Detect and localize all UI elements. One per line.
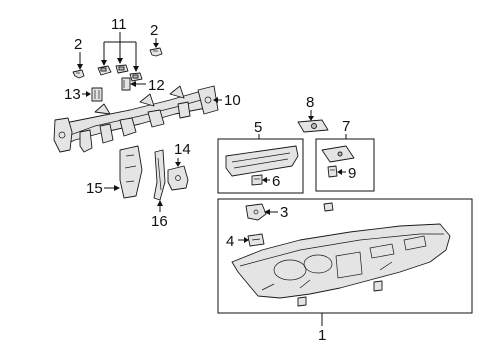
clip-part-12 bbox=[121, 77, 131, 91]
instrument-panel-part-1 bbox=[231, 223, 451, 299]
callout-4: 4 bbox=[226, 233, 234, 250]
callout-9: 9 bbox=[348, 165, 356, 182]
clip-part-6 bbox=[251, 174, 263, 186]
callout-15: 15 bbox=[86, 180, 103, 197]
callout-16: 16 bbox=[151, 213, 168, 230]
callout-2-left: 2 bbox=[74, 36, 82, 53]
clip-part-11-a bbox=[97, 65, 112, 76]
center-bracket-part-15 bbox=[119, 145, 143, 199]
clip-part-4 bbox=[247, 233, 265, 247]
clip-part-1-top bbox=[323, 202, 334, 212]
callout-8: 8 bbox=[306, 94, 314, 111]
panel-part-7 bbox=[321, 145, 355, 163]
leader-lines bbox=[77, 32, 347, 326]
callout-1: 1 bbox=[318, 327, 326, 344]
part-5-box bbox=[217, 138, 304, 194]
callout-13: 13 bbox=[64, 86, 81, 103]
vertical-brace-part-16 bbox=[153, 149, 166, 201]
clip-part-1-lower bbox=[297, 296, 307, 307]
callout-10: 10 bbox=[224, 92, 241, 109]
clip-part-2-left bbox=[72, 69, 85, 79]
clip-part-1-right bbox=[373, 280, 383, 292]
clip-part-2-right bbox=[149, 47, 163, 57]
clip-part-11-b bbox=[115, 64, 129, 74]
panel-part-8 bbox=[297, 119, 329, 133]
part-7-box bbox=[315, 138, 375, 192]
cross-car-beam-part-10 bbox=[53, 85, 219, 153]
clip-part-13 bbox=[91, 87, 103, 102]
callout-12: 12 bbox=[148, 77, 165, 94]
callout-2-right: 2 bbox=[150, 22, 158, 39]
part-1-box bbox=[217, 198, 473, 314]
callout-6: 6 bbox=[272, 173, 280, 190]
clip-part-11-c bbox=[129, 72, 143, 82]
callout-3: 3 bbox=[280, 204, 288, 221]
bracket-part-14 bbox=[167, 165, 189, 191]
glove-box-part-5 bbox=[225, 145, 299, 177]
callout-5: 5 bbox=[254, 119, 262, 136]
callout-11: 11 bbox=[111, 16, 127, 33]
callout-14: 14 bbox=[174, 141, 191, 158]
clip-part-9 bbox=[327, 165, 338, 178]
clip-part-3 bbox=[245, 203, 267, 221]
callout-7: 7 bbox=[342, 118, 350, 135]
